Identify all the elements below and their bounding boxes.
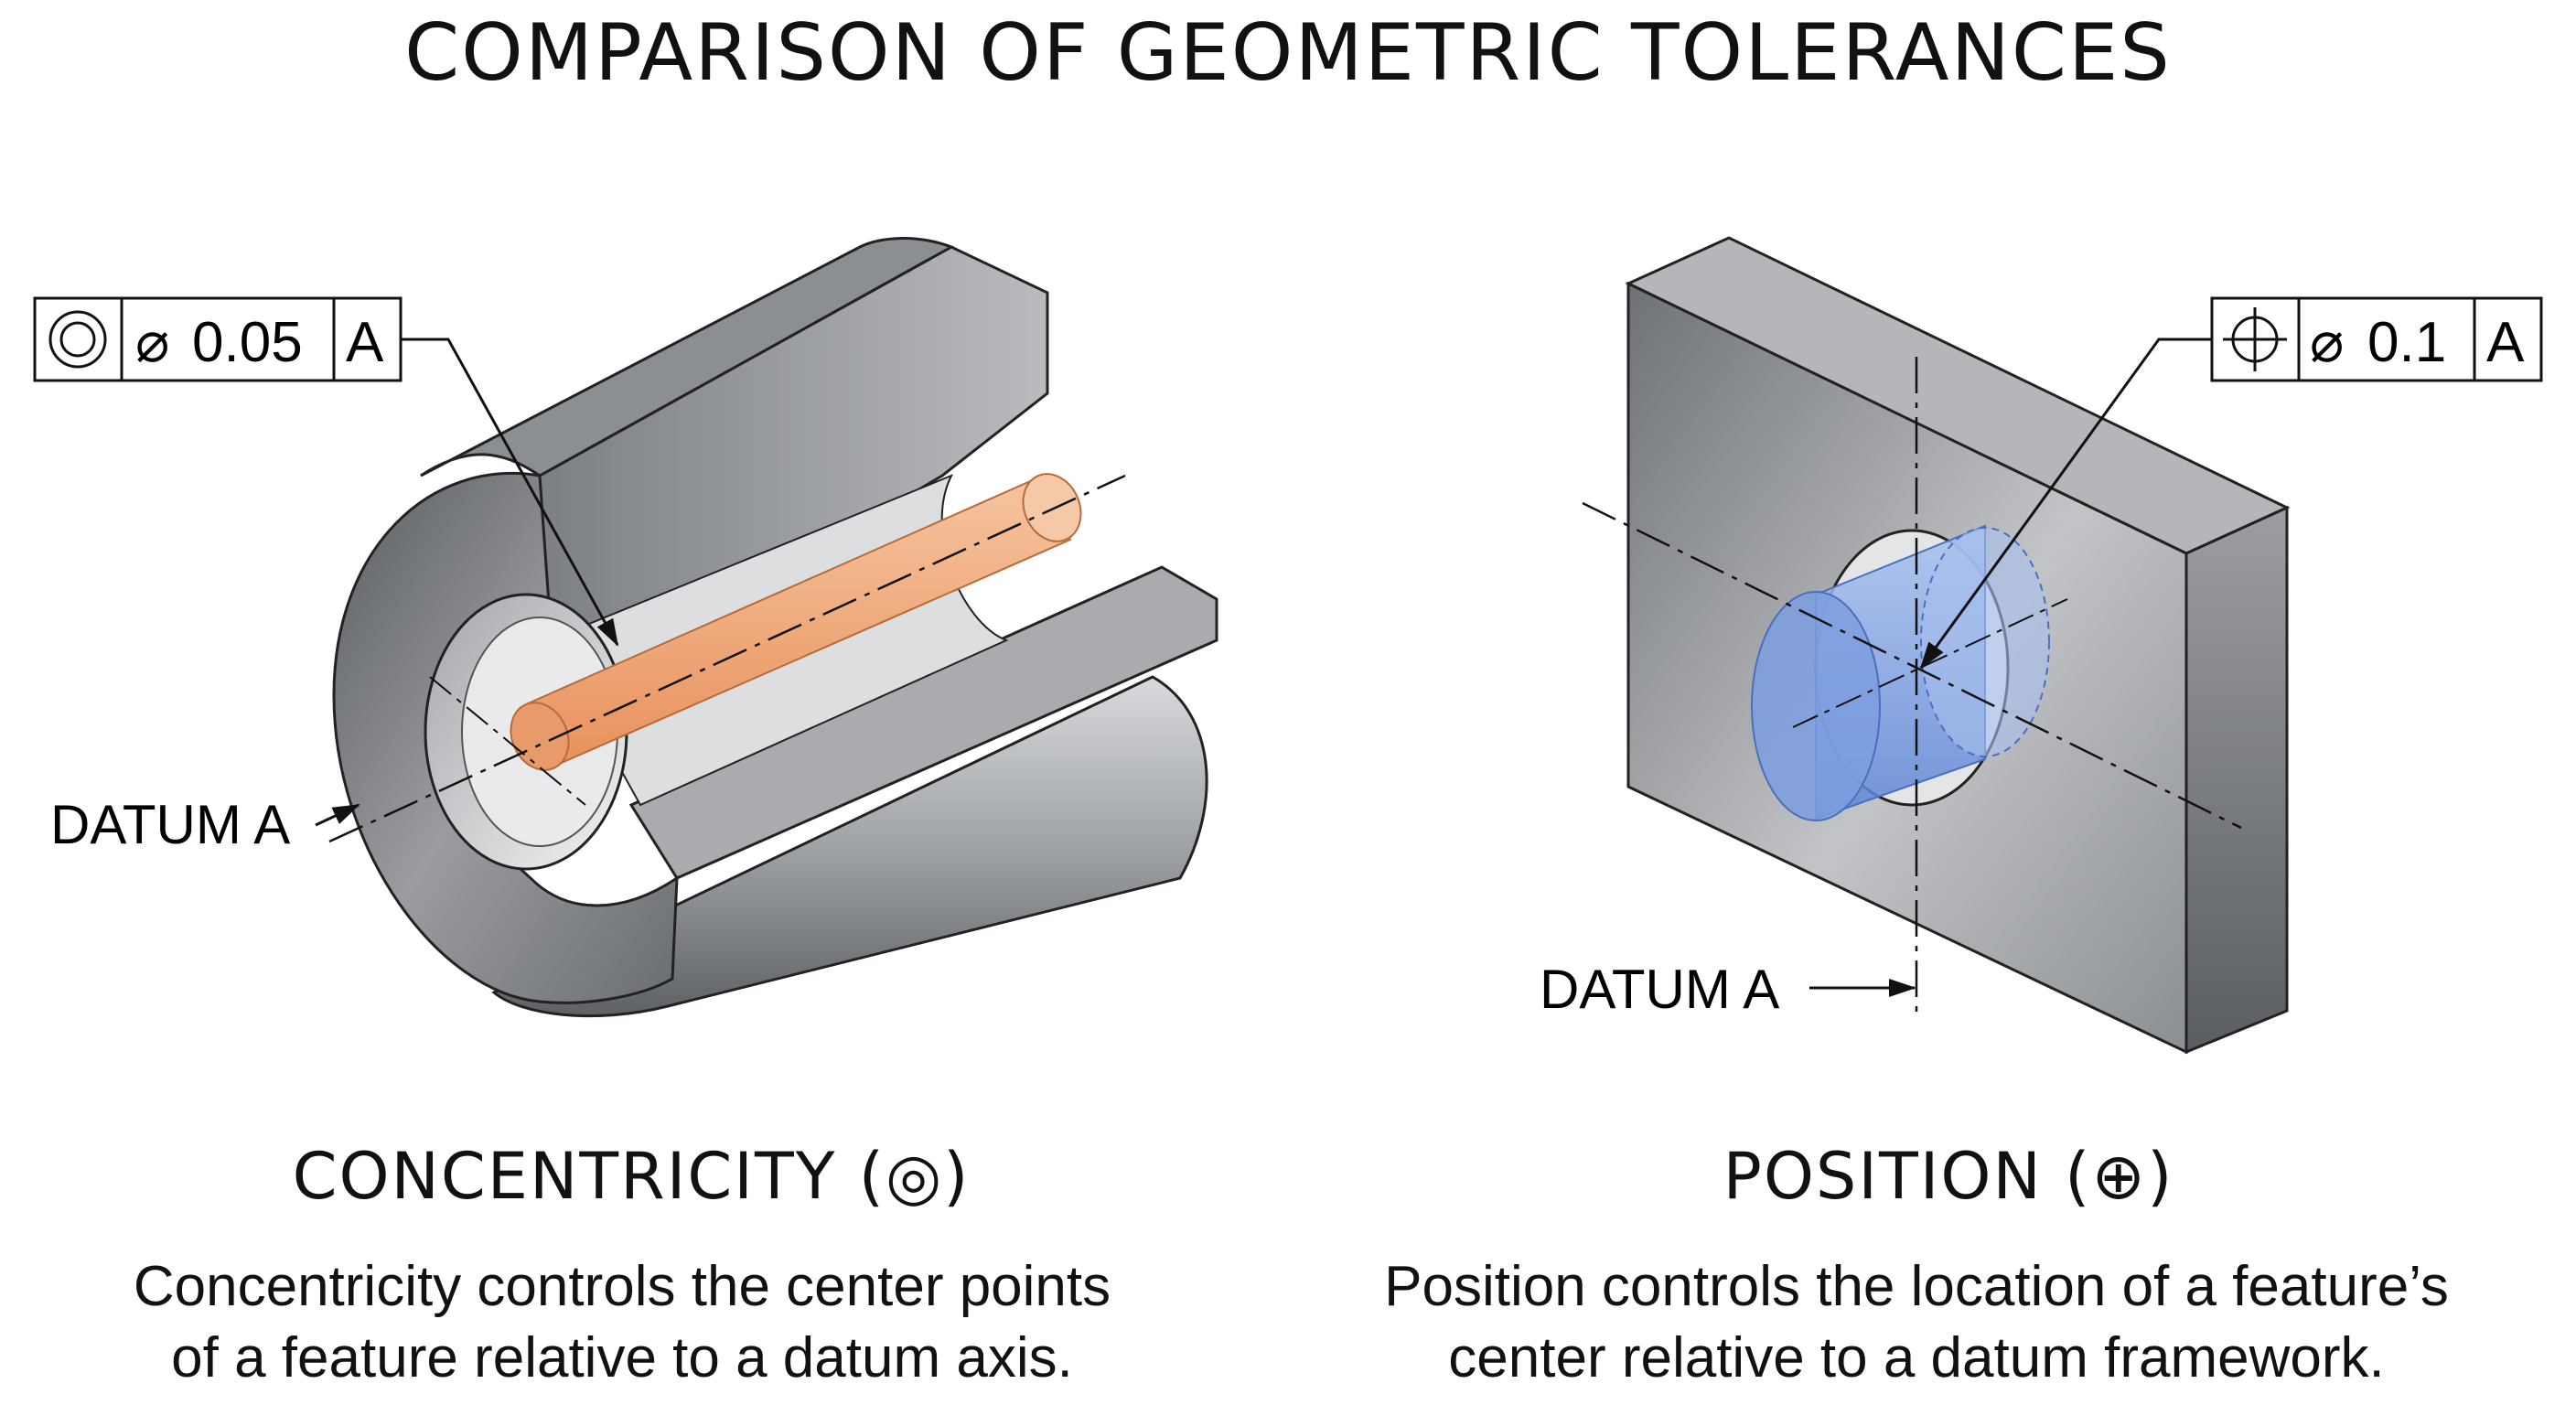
position-feature-control-frame: ⌀ 0.1 A [1919, 296, 2543, 670]
position-horizontal-axis [1582, 501, 2242, 830]
position-datum-label: DATUM A [1540, 959, 1779, 1020]
lower-slot-wall [628, 565, 1218, 880]
position-part [1582, 236, 2291, 1055]
concentricity-heading: CONCENTRICITY (◎) [292, 1139, 971, 1214]
concentricity-datum-label: DATUM A [50, 794, 290, 855]
position-tolerance-value: 0.1 [2367, 311, 2446, 374]
plate-side [2184, 505, 2289, 1055]
position-description-line2: center relative to a datum framework. [1448, 1326, 2385, 1389]
concentricity-description: Concentricity controls the center points… [0, 1251, 1262, 1394]
blue-pin [1751, 524, 2050, 821]
concentricity-crossline [429, 676, 586, 806]
concentricity-feature-control-frame: ⌀ 0.05 A [33, 296, 619, 647]
concentricity-datum-ref: A [346, 311, 384, 374]
position-icon [2223, 307, 2287, 371]
concentricity-leader [401, 338, 619, 647]
orange-pin [510, 473, 1082, 771]
concentricity-tolerance-value: 0.05 [192, 311, 303, 374]
position-heading: POSITION (⊕) [1723, 1139, 2174, 1214]
position-description-line1: Position controls the location of a feat… [1384, 1255, 2449, 1318]
concentricity-diameter-sign: ⌀ [135, 311, 169, 374]
concentricity-axis [328, 474, 1126, 843]
position-datum-ref: A [2486, 311, 2525, 374]
position-leader [1919, 338, 2212, 670]
concentricity-icon [48, 310, 107, 369]
concentricity-part [328, 237, 1218, 1018]
position-description: Position controls the location of a feat… [1276, 1251, 2557, 1394]
concentricity-datum-arrow [315, 803, 360, 827]
concentricity-description-line2: of a feature relative to a datum axis. [171, 1326, 1073, 1389]
concentricity-description-line1: Concentricity controls the center points [133, 1255, 1111, 1318]
position-diameter-sign: ⌀ [2310, 311, 2344, 374]
page-title: COMPARISON OF GEOMETRIC TOLERANCES [404, 7, 2172, 99]
